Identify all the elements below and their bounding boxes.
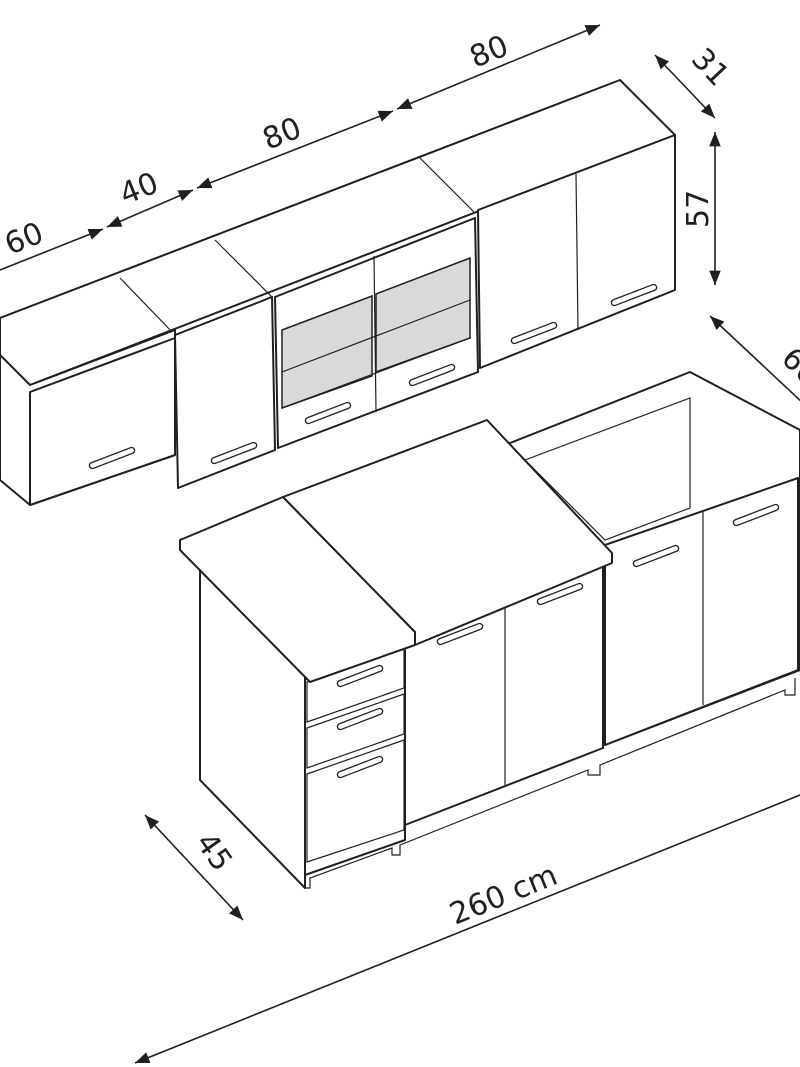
door-handle bbox=[732, 503, 780, 527]
label-60: 60 bbox=[0, 216, 48, 263]
drawer-handle bbox=[336, 664, 384, 688]
dim-arrow-40 bbox=[106, 189, 194, 228]
door-handle bbox=[304, 401, 352, 425]
glass-panel-left bbox=[281, 294, 373, 410]
door-handle bbox=[210, 441, 258, 465]
label-260cm: 260 cm bbox=[445, 858, 562, 933]
drawer-handle bbox=[336, 755, 384, 779]
upper-cabinet-40 bbox=[174, 296, 276, 489]
base-cabinet-right bbox=[604, 477, 799, 746]
dim-arrow-80-a bbox=[196, 110, 394, 189]
drawer-handle bbox=[336, 707, 384, 731]
door-handle bbox=[436, 622, 484, 646]
dim-arrow-31 bbox=[654, 54, 716, 119]
upper-top-surface bbox=[0, 79, 676, 386]
label-57: 57 bbox=[681, 190, 716, 228]
label-80-a: 80 bbox=[258, 111, 307, 158]
dim-arrow-260 bbox=[134, 794, 800, 1064]
dim-arrow-80-b bbox=[396, 24, 601, 110]
upper-door-handles bbox=[88, 283, 658, 470]
label-31: 31 bbox=[684, 42, 736, 94]
lower-cabinets bbox=[179, 371, 800, 889]
dim-arrow-60-depth bbox=[709, 315, 800, 402]
dim-arrow-60 bbox=[0, 228, 104, 271]
door-handle bbox=[510, 321, 558, 345]
dim-arrow-45 bbox=[144, 814, 244, 921]
upper-cabinets bbox=[0, 79, 676, 506]
upper-lift-door bbox=[29, 337, 176, 506]
door-handle bbox=[408, 363, 456, 387]
lower-handles bbox=[336, 503, 780, 779]
door-handle bbox=[536, 582, 584, 606]
door-handle bbox=[88, 446, 136, 470]
door-handle bbox=[610, 283, 658, 307]
countertop-middle bbox=[282, 419, 613, 646]
label-60-depth: 60 bbox=[774, 341, 800, 393]
label-80-b: 80 bbox=[465, 29, 514, 76]
dimension-lines bbox=[0, 24, 800, 1064]
door-handle bbox=[632, 544, 680, 568]
